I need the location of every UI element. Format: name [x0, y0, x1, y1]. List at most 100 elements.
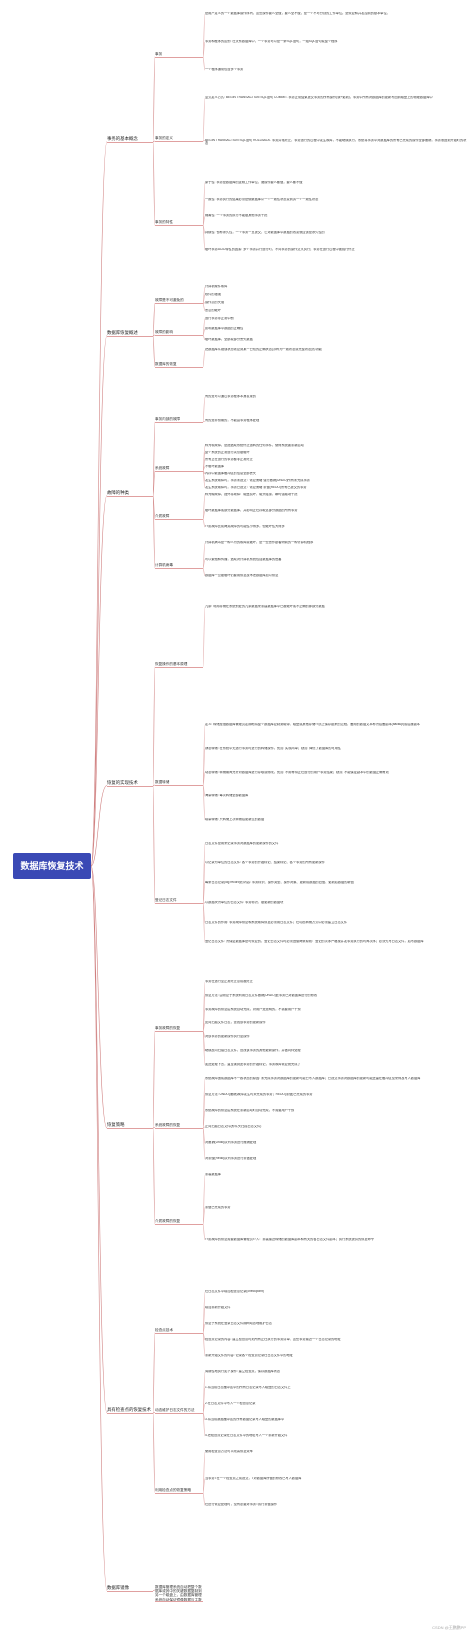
branch-3-node-2-leaf-2[interactable]: 整个系统的正常运行突然被破坏 [205, 450, 250, 454]
branch-5-node-2-leaf-2[interactable]: 恢复方法: UNDO(撤销)故障发生时未完成的事务；REDO(重做)已完成的事务 [205, 1092, 313, 1096]
branch-6-node-1-leaf-5[interactable]: 重新开始文件的内容: 记录各个检查点记录在日志文件中的地址 [205, 1354, 293, 1357]
branch-5-node-2-leaf-3[interactable]: 系统故障的恢复由系统在重新启动时自动完成，不需要用户干预 [205, 1108, 295, 1112]
branch-1-node-1-leaf-3[interactable]: 一个程序通常包含多个事务 [205, 68, 244, 72]
branch-5-node-1-leaf-4[interactable]: 反向扫描文件日志，查找该事务的更新操作 [205, 1021, 266, 1025]
branch-2-node-2-leaf-3[interactable]: 破坏数据库，全部或部分丢失数据 [205, 337, 253, 341]
branch-1-node-3-leaf-5[interactable]: 破坏事务ACID特性的因素: 多个事务并行运行时，不同事务的操作交叉执行；事务在… [205, 248, 355, 252]
branch-5-node-3[interactable]: 介质故障的恢复 [155, 1219, 203, 1226]
branch-4[interactable]: 恢复的实现技术 [107, 780, 153, 787]
branch-6-node-3[interactable]: 利用检查点的恢复策略 [155, 1488, 203, 1494]
branch-6-node-3-leaf-1[interactable]: 使用检查点方法可以改善恢复效率 [205, 1450, 253, 1453]
branch-6-node-2-leaf-4[interactable]: 3.将当前数据缓冲区的所有数据记录写入磁盘的数据库中 [205, 1418, 285, 1421]
branch-5-node-1-leaf-2[interactable]: 恢复方法: 由恢复子系统利用日志文件撤销(UNDO)此事务已对数据库进行的修改 [205, 993, 318, 997]
branch-5-node-3-leaf-1[interactable]: 重装数据库 [205, 1173, 221, 1177]
branch-2-node-3[interactable]: 数据库的恢复 [155, 362, 203, 368]
branch-1-node-1-leaf-1[interactable]: 是用户定义的一个数据库操作序列，这些操作要么全做，要么全不做，是一个不可分割的工… [205, 12, 390, 15]
branch-4-node-3-leaf-3[interactable]: 每条日志记录(log record)的内容: 事务标识、操作类型、操作对象、更新… [205, 881, 354, 885]
branch-5-node-1[interactable]: 事务故障的恢复 [155, 1026, 203, 1032]
branch-3-node-3-leaf-2[interactable]: 破坏数据库或部分数据库，并影响正在存取这部分数据的所有事务 [205, 508, 298, 512]
branch-3-node-1-leaf-2[interactable]: 有的是非预期的，不能由事务程序处理 [205, 419, 260, 423]
branch-2-node-2-leaf-1[interactable]: 运行事务非正常中断 [205, 316, 234, 320]
branch-6-node-1-leaf-4[interactable]: 检查点记录的内容: 建立检查点时刻所有正在执行的事务清单、这些事务最近一个日志记… [205, 1338, 341, 1341]
branch-3-node-4-leaf-3[interactable]: 数据库一旦被破坏仍要用恢复技术把数据库加以恢复 [205, 573, 279, 577]
branch-6-node-3-leaf-3[interactable]: 在进行恢复处理时，没有必要对事务T执行重做操作 [205, 1503, 278, 1507]
branch-6[interactable]: 具有检查点的恢复技术 [107, 1407, 153, 1414]
branch-5[interactable]: 恢复策略 [107, 1122, 153, 1129]
branch-3-node-1-leaf-1[interactable]: 有的是可以通过事务程序本身发现的 [205, 395, 256, 398]
root-node[interactable]: 数据库恢复技术 [13, 853, 91, 879]
branch-5-node-1-leaf-3[interactable]: 事务故障的恢复由系统自动完成，对用户是透明的，不需要用户干预 [205, 1007, 301, 1011]
branch-3-node-2-leaf-5[interactable]: 内存中数据库缓冲区的信息全部丢失 [205, 471, 256, 475]
branch-5-node-1-leaf-1[interactable]: 事务在运行至正常终止点前被终止 [205, 980, 253, 983]
branch-5-node-1-leaf-6[interactable]: 继续反向扫描日志文件，查找该事务的其他更新操作，并做同样处理 [205, 1049, 301, 1053]
branch-4-node-3-leaf-5[interactable]: 日志文件的作用: 事务故障恢复和系统故障恢复必须用日志文件；在动态转储方式中必须… [205, 920, 348, 924]
branch-2-node-3-leaf-1[interactable]: 把数据库从错误状态恢复到某一已知的正确状态(亦称为一致状态或完整状态)的功能 [205, 348, 322, 352]
branch-1-node-3-leaf-4[interactable]: 持续性: 也称永久性，一个事务一旦提交，它对数据库中数据的改变就应该是永久性的 [205, 231, 325, 235]
branch-6-node-2-leaf-3[interactable]: 2.在日志文件中写入一个检查点记录 [205, 1402, 256, 1405]
branch-6-node-1-leaf-3[interactable]: 恢复子系统在登录日志文件期间动态地维护日志 [205, 1322, 272, 1325]
branch-7-node-1[interactable]: 数据库管理系统自动把整个数据库或其中的关键数据复制到另一个磁盘上，由数据库管理系… [155, 1585, 203, 1602]
branch-4-node-3-leaf-6[interactable]: 登记日志文件: 为保证数据库是可恢复的，登记日志文件时必须遵循两条原则：登记的次… [205, 940, 424, 944]
branch-3-node-2-leaf-1[interactable]: 称为软故障，是指造成系统停止运转的任何事件，使得系统要重新启动 [205, 443, 304, 447]
branch-3[interactable]: 故障的种类 [107, 490, 153, 497]
branch-1-node-3-leaf-2[interactable]: 一致性: 事务执行的结果必须是使数据库从一个一致性状态变到另一个一致性状态 [205, 197, 319, 201]
branch-1[interactable]: 事务的基本概念 [107, 136, 153, 143]
branch-4-node-2-leaf-2[interactable]: 静态转储: 在系统中无运行事务时进行的转储操作。优点: 实现简单；缺点: 降低了… [205, 747, 341, 750]
branch-5-node-2-leaf-6[interactable]: 对重做(Redo)队列事务进行重做处理 [205, 1157, 257, 1161]
branch-2-node-1-leaf-4[interactable]: 恶意的破坏 [205, 308, 221, 312]
branch-1-node-2[interactable]: 事务的定义 [155, 136, 203, 142]
branch-6-node-2[interactable]: 动态维护日志文件的方法 [155, 1408, 203, 1414]
branch-2-node-1-leaf-2[interactable]: 软件的错误 [205, 292, 221, 296]
branch-2-node-1-leaf-3[interactable]: 操作员的失误 [205, 300, 225, 304]
branch-4-node-1[interactable]: 恢复操作的基本原理 [155, 662, 203, 668]
branch-3-node-2-leaf-4[interactable]: 不破坏数据库 [205, 464, 225, 468]
branch-5-node-1-leaf-7[interactable]: 如此处理下去，直至读到此事务的开始标记，事务故障恢复就完成了 [205, 1062, 301, 1066]
branch-3-node-4[interactable]: 计算机病毒 [155, 563, 203, 570]
branch-6-node-2-leaf-5[interactable]: 4.把检查点记录在日志文件中的地址写入一个重新开始文件 [205, 1434, 288, 1437]
branch-6-node-1[interactable]: 检查点技术 [155, 1328, 203, 1334]
branch-2-node-2-leaf-2[interactable]: 影响数据库中数据的正确性 [205, 327, 244, 331]
branch-3-node-2[interactable]: 系统故障 [155, 466, 203, 472]
branch-3-node-3-leaf-3[interactable]: 介质故障比前两类故障的可能性小得多，但破坏性大得多 [205, 525, 285, 528]
branch-4-node-3[interactable]: 登记日志文件 [155, 898, 203, 905]
branch-1-node-3[interactable]: 事务的特性 [155, 220, 203, 227]
branch-6-node-2-leaf-2[interactable]: 1.将当前日志缓冲区中的所有日志记录写入磁盘的日志文件上 [205, 1386, 291, 1389]
branch-3-node-3-leaf-1[interactable]: 称为硬故障，指外存故障：磁盘损坏、磁头碰撞、瞬时强磁场干扰 [205, 492, 298, 496]
branch-2-node-1-leaf-1[interactable]: 计算机硬件故障 [205, 285, 228, 288]
branch-1-node-3-leaf-3[interactable]: 隔离性: 一个事务的执行不能被其他事务干扰 [205, 214, 268, 218]
branch-5-node-2[interactable]: 系统故障的恢复 [155, 1123, 203, 1129]
branch-5-node-2-leaf-1[interactable]: 系统故障造成数据库不一致状态的原因: 未完成事务对数据库的更新可能已写入数据库；… [205, 1076, 421, 1080]
branch-1-node-2-leaf-1[interactable]: 显式定义方式: BEGIN TRANSACTION SQL语句 COMMIT. … [205, 96, 433, 100]
branch-4-node-2-leaf-3[interactable]: 动态转储: 转储期间允许对数据库进行存取或修改。优点: 不用等待正在运行的用户事… [205, 770, 389, 774]
branch-4-node-3-leaf-4[interactable]: 以数据块为单位的日志文件: 事务标识、被更新的数据块 [205, 900, 284, 904]
branch-1-node-3-leaf-1[interactable]: 原子性: 事务是数据库的逻辑工作单位，诸操作要么都做，要么都不做 [205, 180, 303, 184]
branch-6-node-1-leaf-2[interactable]: 增加重新开始文件 [205, 1306, 231, 1309]
branch-5-node-1-leaf-5[interactable]: 对该事务的更新操作执行逆操作 [205, 1035, 250, 1039]
branch-4-node-1-leaf-1[interactable]: 冗余: 利用存储在系统别处的冗余数据来重建数据库中已被破坏或不正确的那部分数据 [205, 605, 325, 608]
branch-7[interactable]: 数据库镜像 [107, 1585, 153, 1592]
branch-4-node-2-leaf-4[interactable]: 海量转储: 每次转储全部数据库 [205, 794, 249, 798]
branch-6-node-2-leaf-1[interactable]: 周期性地执行如下操作: 建立检查点，保存数据库状态 [205, 1370, 281, 1373]
branch-2-node-2[interactable]: 故障的影响 [155, 330, 203, 336]
branch-5-node-2-leaf-5[interactable]: 对撤销(Undo)队列事务进行撤销处理 [205, 1141, 257, 1145]
branch-3-node-2-leaf-6[interactable]: 发生系统故障时，事务未提交：恢复策略 强行撤销(UNDO)所有未完成事务 [205, 478, 310, 482]
branch-1-node-1[interactable]: 事务 [155, 52, 203, 58]
branch-5-node-3-leaf-2[interactable]: 重做已完成的事务 [205, 1205, 231, 1209]
branch-4-node-3-leaf-1[interactable]: 日志文件是用来记录事务对数据库的更新操作的文件 [205, 841, 279, 845]
branch-3-node-1[interactable]: 事务内部的故障 [155, 417, 203, 423]
branch-2-node-1[interactable]: 故障是不可避免的 [155, 298, 203, 305]
branch-4-node-3-leaf-2[interactable]: 以记录为单位的日志文件: 各个事务的开始标记、结束标记、各个事务的所有更新操作 [205, 861, 325, 865]
branch-6-node-3-leaf-2[interactable]: 当事务T在一个检查点之前提交，T对数据库所做的修改已写入数据库 [205, 1476, 302, 1480]
branch-4-node-2-leaf-5[interactable]: 增量转储: 只转储上次转储后更新过的数据 [205, 818, 265, 821]
branch-3-node-3[interactable]: 介质故障 [155, 514, 203, 521]
branch-5-node-2-leaf-4[interactable]: 正向扫描日志文件(即从头扫描日志文件) [205, 1125, 262, 1128]
branch-3-node-2-leaf-3[interactable]: 所有正在运行的事务都非正常终止 [205, 457, 253, 461]
branch-6-node-1-leaf-1[interactable]: 在日志文件中增加检查点记录(checkpoint) [205, 1290, 264, 1293]
branch-4-node-2[interactable]: 数据转储 [155, 780, 203, 786]
branch-4-node-2-leaf-1[interactable]: 定义: 转储是指数据库管理员定期地将整个数据库复制到磁带、磁盘或其他存储介质上保… [205, 723, 420, 727]
branch-2[interactable]: 数据库恢复概述 [107, 330, 153, 337]
branch-3-node-4-leaf-2[interactable]: 可以繁殖和传播，造成对计算机系统包括数据库的危害 [205, 557, 282, 561]
branch-3-node-2-leaf-7[interactable]: 发生系统故障时，事务已提交：恢复策略 重做(REDO)所有已提交的事务 [205, 485, 307, 489]
branch-3-node-4-leaf-1[interactable]: 计算机病毒是一种人为的故障或破坏，是一些恶作剧者研制的一种计算机程序 [205, 541, 314, 545]
branch-1-node-2-leaf-2[interactable]: BEGIN TRANSACTION SQL语句 ROLLBACK. 事务异常终止… [205, 138, 467, 146]
